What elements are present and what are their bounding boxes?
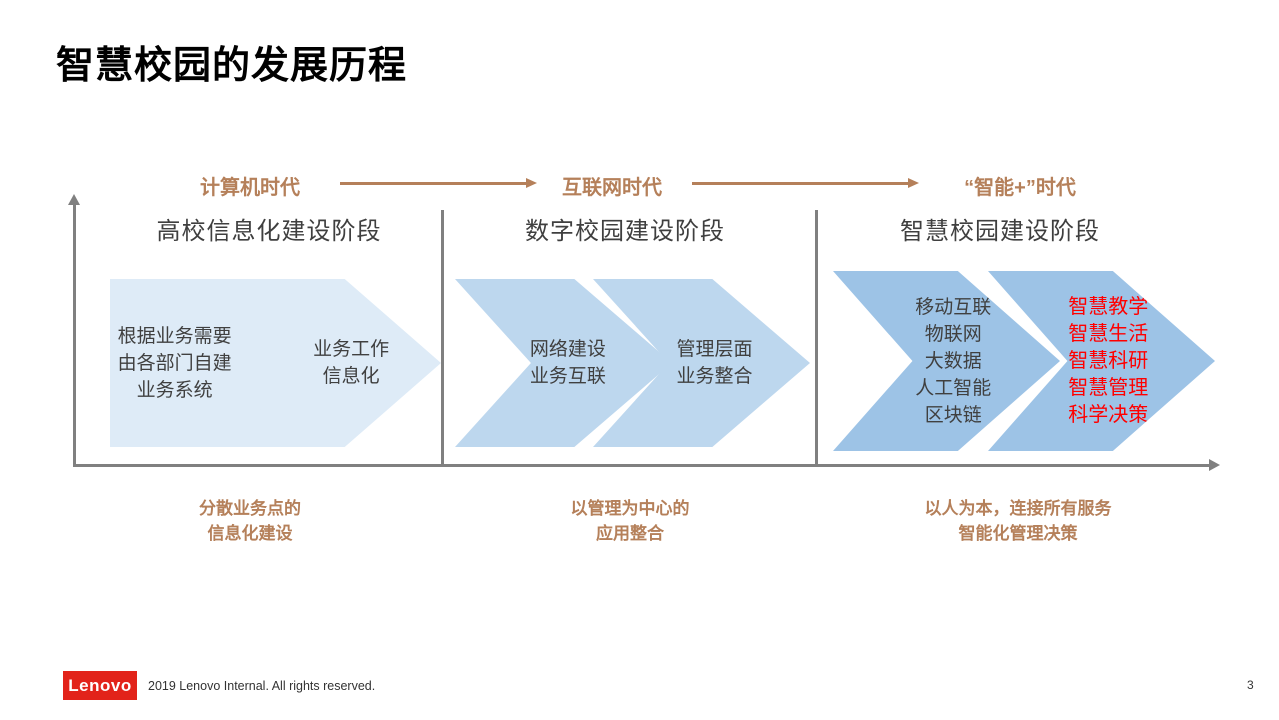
chevron-s1-build-systems: 根据业务需要 由各部门自建 业务系统 [110,279,306,447]
text-line: 业务工作 [313,339,390,360]
text-line: 以管理为中心的 [570,499,690,518]
text-line: 业务互联 [529,366,606,387]
text-line: 由各部门自建 [117,352,232,374]
page-number: 3 [1247,678,1254,692]
stage-title-2: 数字校园建设阶段 [525,218,725,245]
text-line: 人工智能 [915,377,992,399]
stage-title-3: 智慧校园建设阶段 [900,218,1100,245]
section-divider-2 [815,210,818,464]
text-line: 大数据 [924,350,982,372]
text-line: 以人为本，连接所有服务 [924,499,1112,518]
text-line: 业务整合 [676,366,753,387]
x-axis-arrowhead-icon [1209,459,1220,471]
timeline-arrow-1-head-icon [526,178,537,188]
text-line: 信息化建设 [207,524,293,543]
text-line: 智慧教学 [1068,295,1149,318]
chevron-text-highlight: 智慧教学 智慧生活 智慧科研 智慧管理 科学决策 [1038,271,1179,451]
y-axis-arrowhead-icon [68,194,80,205]
text-line: 科学决策 [1068,403,1149,426]
stage-title-1: 高校信息化建设阶段 [156,218,382,245]
page-title: 智慧校园的发展历程 [56,45,408,87]
timeline-arrow-2 [692,182,908,185]
text-line: 根据业务需要 [117,325,232,347]
text-line: 区块链 [924,404,982,426]
copyright-text: 2019 Lenovo Internal. All rights reserve… [148,679,376,693]
timeline-arrow-2-head-icon [908,178,919,188]
text-line: 网络建设 [529,339,606,360]
section-divider-1 [441,210,444,464]
text-line: 分散业务点的 [199,499,301,518]
chevron-text: 移动互联 物联网 大数据 人工智能 区块链 [883,271,1024,451]
era-label-computer: 计算机时代 [200,177,300,199]
text-line: 智慧生活 [1068,322,1149,345]
section-caption-1: 分散业务点的 信息化建设 [65,496,435,546]
text-line: 智能化管理决策 [958,524,1078,543]
text-line: 智慧科研 [1068,349,1149,372]
chevron-text: 根据业务需要 由各部门自建 业务系统 [110,279,239,447]
text-line: 移动互联 [915,296,992,318]
era-label-intelligence-plus: “智能+”时代 [964,177,1076,199]
y-axis-line [73,204,76,466]
text-line: 物联网 [924,323,982,345]
x-axis-line [73,464,1211,467]
timeline-arrow-1 [340,182,526,185]
chevron-text: 业务工作 信息化 [287,279,415,447]
lenovo-logo: Lenovo [63,671,137,700]
section-caption-2: 以管理为中心的 应用整合 [443,496,817,546]
chevron-text: 网络建设 业务互联 [503,279,633,447]
chevron-text: 管理层面 业务整合 [649,279,779,447]
text-line: 信息化 [322,366,380,387]
section-caption-3: 以人为本，连接所有服务 智能化管理决策 [818,496,1218,546]
text-line: 智慧管理 [1068,376,1149,399]
text-line: 管理层面 [676,339,753,360]
text-line: 应用整合 [596,524,664,543]
text-line: 业务系统 [136,379,213,401]
era-label-internet: 互联网时代 [562,177,662,199]
